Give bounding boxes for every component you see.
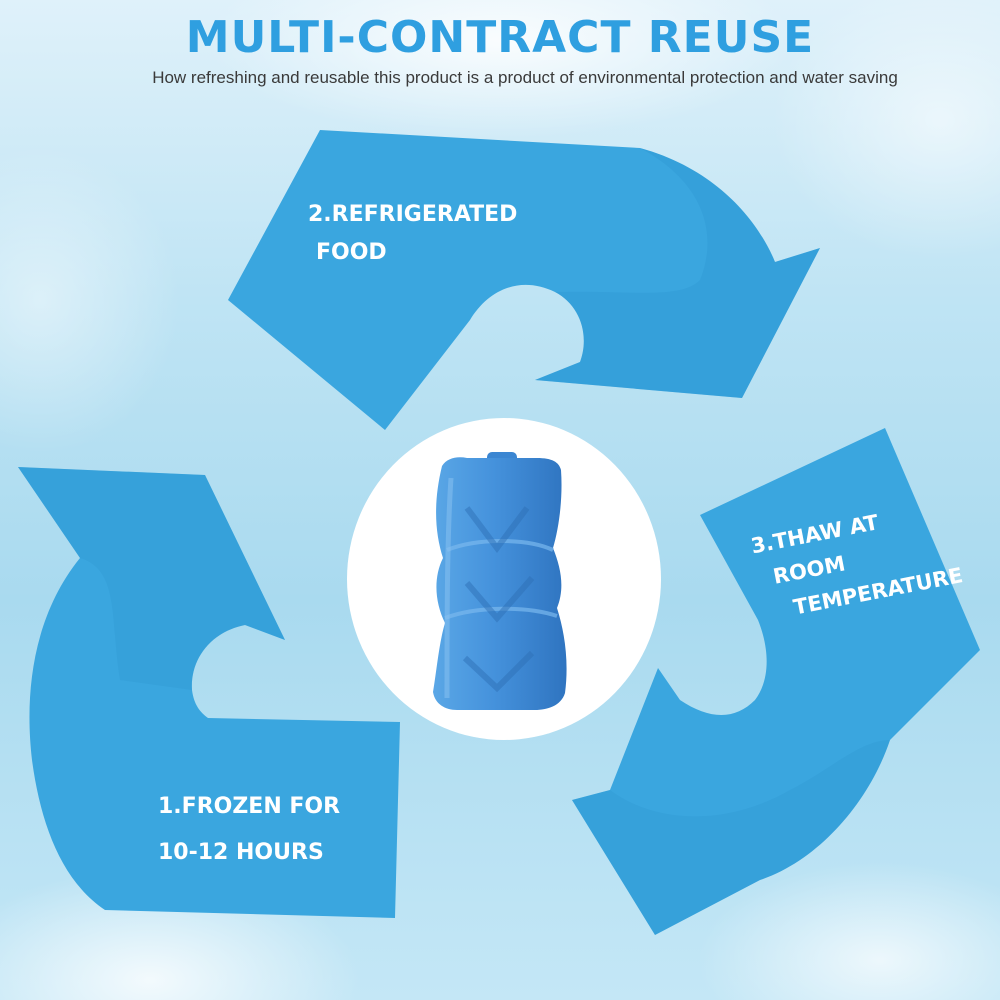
arrow-thaw [572, 428, 980, 935]
step-frozen-line-1: 1.FROZEN FOR [158, 794, 341, 819]
product-circle [347, 418, 661, 740]
ice-pack-icon [433, 452, 567, 710]
step-frozen-line-2: 10-12 HOURS [158, 840, 324, 865]
step-refrigerated-line-1: 2.REFRIGERATED [308, 202, 518, 227]
step-frozen-label: 1.FROZEN FOR 10-12 HOURS [158, 784, 340, 876]
arrow-refrigerated [228, 130, 820, 430]
step-refrigerated-line-2: FOOD [316, 240, 387, 265]
page-subtitle: How refreshing and reusable this product… [152, 68, 898, 87]
page-title: MULTI-CONTRACT REUSE [185, 12, 815, 63]
arrow-frozen [18, 467, 400, 918]
step-refrigerated-label: 2.REFRIGERATED FOOD [308, 196, 517, 272]
